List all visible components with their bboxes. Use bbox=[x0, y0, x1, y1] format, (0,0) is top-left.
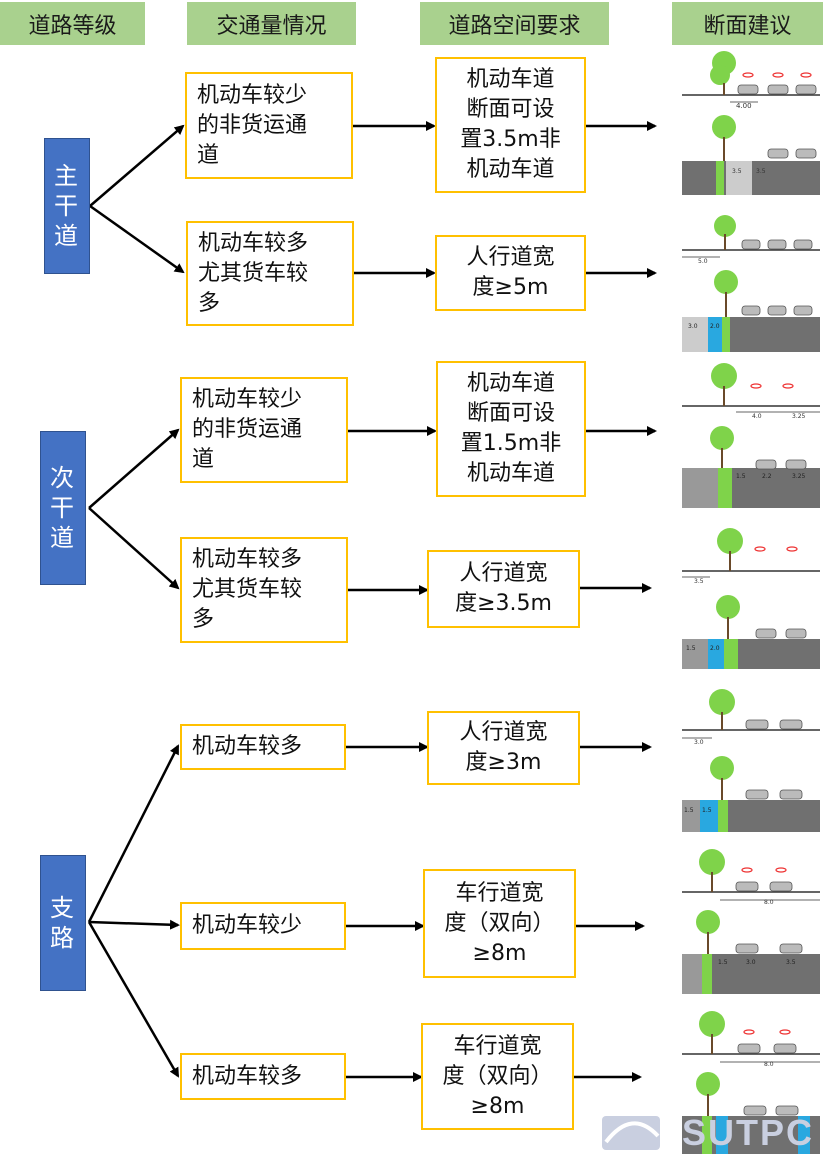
header-section: 断面建议 bbox=[672, 2, 823, 45]
dimension-label: 2.0 bbox=[710, 645, 720, 652]
header-space: 道路空间要求 bbox=[420, 2, 609, 45]
space-box: 人行道宽 度≥3.5m bbox=[427, 550, 580, 628]
arrow bbox=[88, 428, 180, 509]
dimension-label: 3.25 bbox=[792, 413, 806, 420]
dimension-label: 4.00 bbox=[736, 102, 752, 110]
dimension-label: 5.0 bbox=[698, 258, 708, 265]
dimension-label: 4.0 bbox=[752, 413, 762, 420]
dimension-label: 3.5 bbox=[732, 168, 742, 175]
dimension-label: 3.0 bbox=[694, 739, 704, 746]
traffic-box: 机动车较多 bbox=[180, 1053, 346, 1100]
space-box: 人行道宽 度≥5m bbox=[435, 235, 586, 311]
header-level: 道路等级 bbox=[0, 2, 145, 45]
dimension-label: 8.0 bbox=[764, 1061, 774, 1068]
dimension-label: 1.5 bbox=[684, 807, 694, 814]
dimension-label: 8.0 bbox=[764, 899, 774, 906]
traffic-box: 机动车较多 尤其货车较 多 bbox=[186, 221, 354, 326]
traffic-box: 机动车较少 的非货运通 道 bbox=[185, 72, 353, 179]
section-thumb: 4.0 3.25 1.5 2.2 3.25 bbox=[682, 363, 820, 508]
section-thumb: 8.0 1.5 3.0 3.5 bbox=[682, 849, 820, 994]
dimension-label: 1.5 bbox=[686, 645, 696, 652]
dimension-label: 3.5 bbox=[694, 578, 704, 585]
dimension-label: 2.2 bbox=[762, 473, 772, 480]
space-box: 车行道宽 度（双向） ≥8m bbox=[423, 869, 576, 978]
traffic-box: 机动车较少 bbox=[180, 902, 346, 950]
arrow bbox=[87, 744, 180, 923]
section-thumb: 5.0 3.0 2.0 bbox=[682, 215, 820, 352]
category-label: 次 干 道 bbox=[50, 464, 76, 552]
arrow bbox=[88, 919, 180, 930]
arrow bbox=[89, 204, 185, 274]
category-label: 主 干 道 bbox=[54, 162, 80, 250]
dimension-label: 1.5 bbox=[736, 473, 746, 480]
dimension-label: 3.25 bbox=[792, 473, 806, 480]
dimension-label: 1.5 bbox=[702, 807, 712, 814]
space-box: 人行道宽 度≥3m bbox=[427, 711, 580, 785]
dimension-label: 1.5 bbox=[718, 959, 728, 966]
dimension-label: 3.0 bbox=[688, 323, 698, 330]
logo-icon bbox=[602, 1116, 660, 1150]
category-label: 支 路 bbox=[50, 894, 76, 952]
dimension-label: 2.0 bbox=[710, 323, 720, 330]
section-thumb: 4.00 3.5 3.5 bbox=[682, 51, 820, 195]
arrow bbox=[87, 921, 180, 1078]
header-traffic: 交通量情况 bbox=[187, 2, 356, 45]
dimension-label: 3.5 bbox=[786, 959, 796, 966]
space-box: 机动车道 断面可设 置3.5m非 机动车道 bbox=[435, 57, 586, 193]
traffic-box: 机动车较少 的非货运通 道 bbox=[180, 377, 348, 483]
space-box: 车行道宽 度（双向） ≥8m bbox=[421, 1023, 574, 1130]
dimension-label: 3.0 bbox=[746, 959, 756, 966]
logo-text: SUTPC bbox=[682, 1112, 815, 1153]
traffic-box: 机动车较多 尤其货车较 多 bbox=[180, 537, 348, 643]
category-secondary: 次 干 道 bbox=[40, 431, 86, 585]
arrow bbox=[89, 124, 185, 207]
space-box: 机动车道 断面可设 置1.5m非 机动车道 bbox=[436, 361, 586, 497]
section-thumb: 3.0 1.5 1.5 bbox=[682, 689, 820, 832]
category-branch: 支 路 bbox=[40, 855, 86, 991]
dimension-label: 3.5 bbox=[756, 168, 766, 175]
sutpc-logo: SUTPC bbox=[600, 1112, 823, 1154]
traffic-box: 机动车较多 bbox=[180, 724, 346, 770]
category-arterial: 主 干 道 bbox=[44, 138, 90, 274]
section-thumb: 3.5 1.5 2.0 bbox=[682, 528, 820, 669]
arrow bbox=[88, 507, 180, 590]
section-thumb: 8.0 bbox=[682, 1011, 820, 1154]
